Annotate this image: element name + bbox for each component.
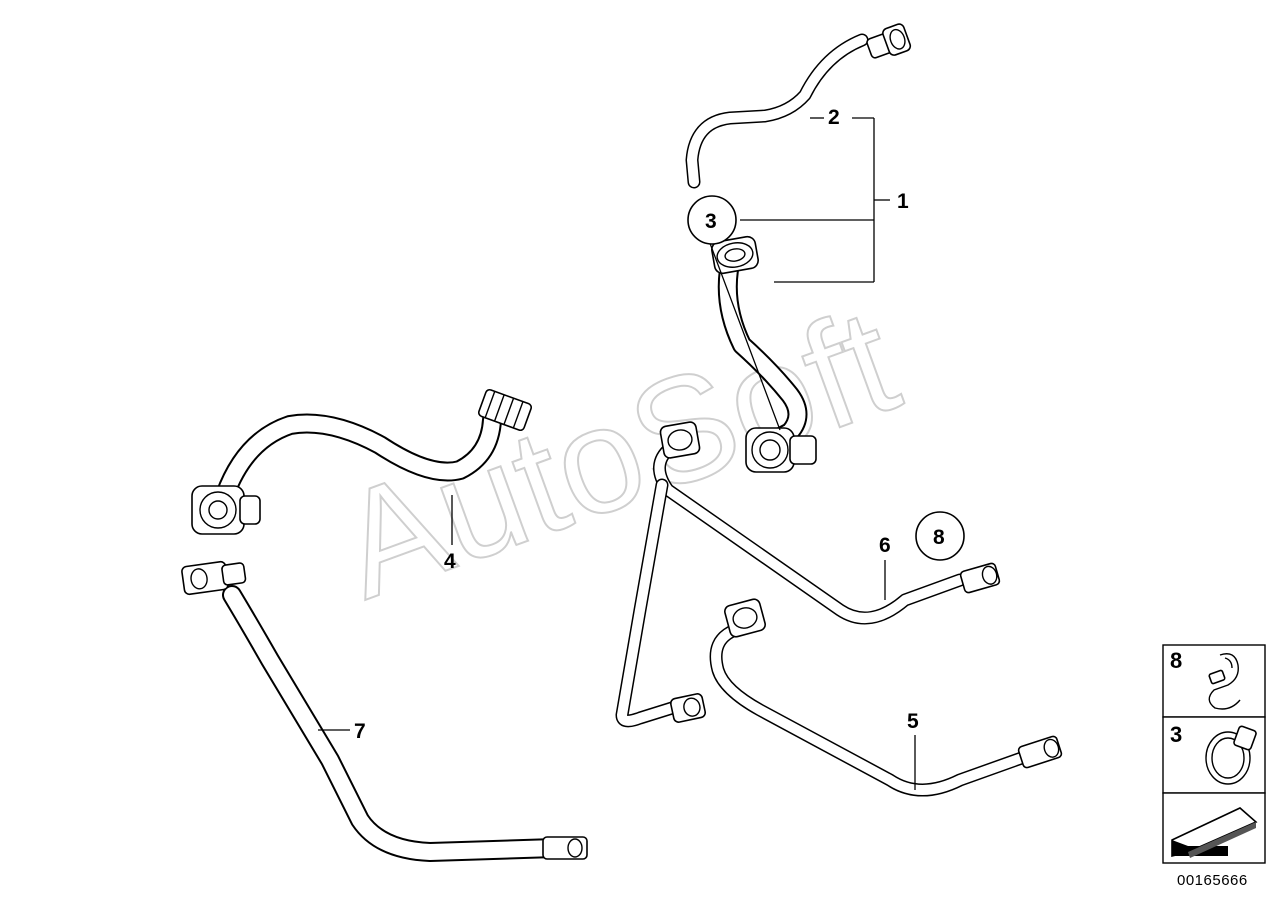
hose-part-5 [709,598,1063,797]
hose-part-2 [685,23,912,189]
hose-part-4 [191,388,533,545]
callout-circle-3 [687,195,737,245]
hose-clamp-icon [1205,725,1257,785]
callout-circle-8 [915,511,965,561]
document-id: 00165666 [1177,872,1248,889]
callout-5: 5 [907,710,919,733]
hose-clip-icon [1208,653,1241,710]
callout-1: 1 [897,190,909,213]
callout-8: 8 [933,526,945,549]
callout-4: 4 [444,550,456,573]
arrow-direction-icon [1171,807,1258,858]
callout-2: 2 [828,106,840,129]
callout-7: 7 [354,720,366,743]
legend-panel: 8 3 [1162,644,1266,864]
hose-part-7 [181,560,588,862]
hose-part-1 [711,235,817,473]
legend-item-3-label: 3 [1170,722,1182,747]
callout-3: 3 [705,210,717,233]
bracket-part-1 [740,117,890,283]
hose-part-6 [615,421,1001,728]
callout-6: 6 [879,534,891,557]
legend-item-8-label: 8 [1170,648,1182,673]
